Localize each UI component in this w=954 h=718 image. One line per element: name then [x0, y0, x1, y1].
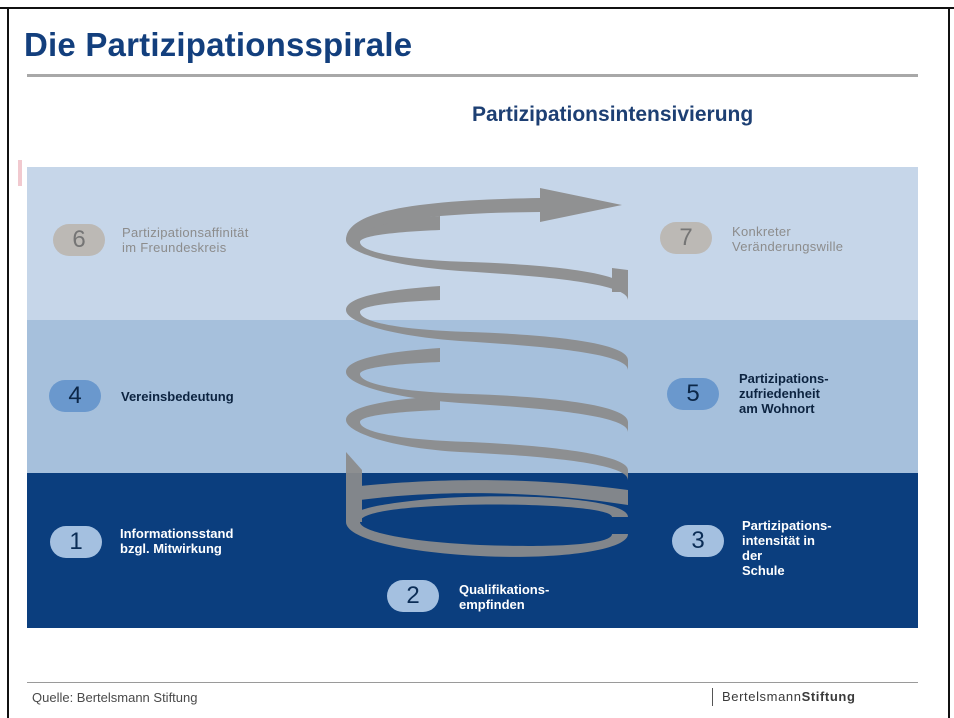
stage-1-badge: 1: [50, 526, 102, 558]
spiral-top-sweep: [346, 198, 540, 240]
stage-4-badge: 4: [49, 380, 101, 412]
stage-2-label: Qualifikations- empfinden: [459, 582, 550, 612]
slide-title: Die Partizipationsspirale: [24, 26, 413, 63]
spiral-coil-5: [346, 216, 628, 300]
frame-top-border: [0, 7, 954, 9]
band-top: [27, 167, 918, 320]
brand-name-part1: Bertelsmann: [722, 689, 802, 704]
spiral-ribbon-2: [360, 480, 628, 505]
frame-right-border: [948, 7, 950, 718]
title-divider: [27, 74, 918, 77]
stage-6-label: Partizipationsaffinität im Freundeskreis: [122, 225, 249, 255]
stage-7-label: Konkreter Veränderungswille: [732, 224, 844, 254]
spiral-coil-1: [346, 496, 628, 557]
stage-5-label: Partizipations- zufriedenheit am Wohnort: [739, 371, 829, 416]
source-note: Quelle: Bertelsmann Stiftung: [32, 690, 198, 705]
diagram-subtitle: Partizipationsintensivierung: [472, 103, 754, 126]
frame-left-border: [7, 7, 9, 718]
spiral-ribbon-3: [612, 268, 628, 292]
brand-name-part2: Stiftung: [801, 689, 856, 704]
spiral-ribbon-1: [346, 452, 362, 522]
stage-4-label: Vereinsbedeutung: [121, 389, 234, 404]
spiral-coil-3: [346, 348, 628, 432]
stage-3-label: Partizipations- intensität in der Schule: [742, 518, 832, 578]
decorative-mark: [18, 160, 22, 186]
stage-1-label: Informationsstand bzgl. Mitwirkung: [120, 526, 234, 556]
spiral-arrowhead: [540, 188, 622, 222]
brand-separator: [712, 688, 713, 706]
stage-6-badge: 6: [53, 224, 105, 256]
stage-7-badge: 7: [660, 222, 712, 254]
stage-2-badge: 2: [387, 580, 439, 612]
stage-5-badge: 5: [667, 378, 719, 410]
stage-3-badge: 3: [672, 525, 724, 557]
spiral-coil-4: [346, 286, 628, 370]
footer-divider: [27, 682, 918, 683]
spiral-coil-2: [346, 396, 628, 480]
brand-logo: BertelsmannStiftung: [722, 689, 856, 704]
